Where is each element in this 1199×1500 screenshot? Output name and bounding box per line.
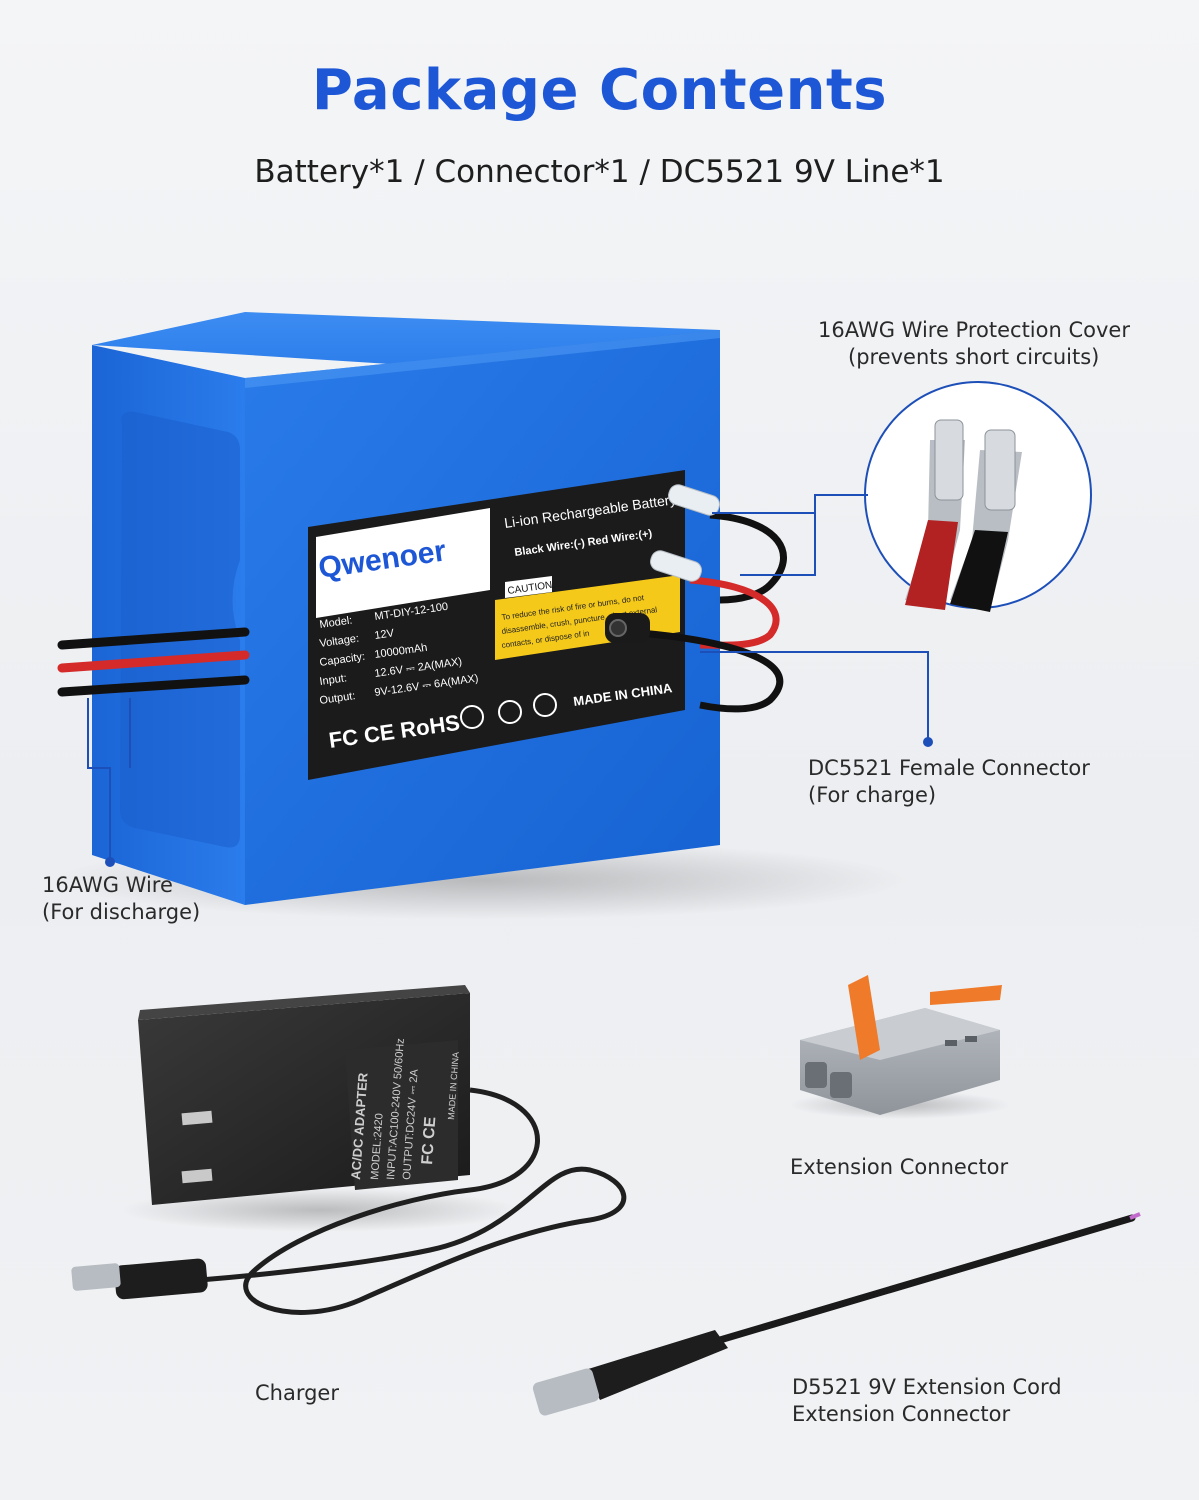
svg-text:FC CE: FC CE [419, 1116, 439, 1165]
extension-connector-clamp [790, 975, 1010, 1119]
spec-key: Model: [319, 614, 353, 630]
svg-text:AC/DC ADAPTER: AC/DC ADAPTER [348, 1072, 370, 1181]
extension-cord [532, 1212, 1141, 1416]
discharge-wires [57, 627, 250, 697]
svg-text:MODEL:2420: MODEL:2420 [369, 1113, 386, 1180]
callout-discharge-wire: 16AWG Wire (For discharge) [42, 873, 201, 924]
callout-extension-cord: D5521 9V Extension Cord Extension Connec… [792, 1375, 1062, 1426]
spec-key: Output: [319, 690, 356, 707]
package-summary: Battery*1 / Connector*1 / DC5521 9V Line… [254, 154, 945, 190]
output-wires [605, 484, 787, 713]
wire-cover-detail [864, 381, 1092, 612]
spec-value: 12V [374, 627, 396, 642]
charger: AC/DC ADAPTER MODEL:2420 INPUT:AC100-240… [71, 985, 627, 1315]
page-title: Package Contents [311, 58, 888, 123]
spec-key: Voltage: [319, 633, 360, 650]
spec-key: Input: [319, 672, 348, 688]
battery-label: Qwenoer Li-ion Rechargeable Battery Blac… [308, 470, 685, 780]
svg-text:MADE IN CHINA: MADE IN CHINA [446, 1052, 461, 1121]
callout-dc5521-female-connector: DC5521 Female Connector (For charge) [808, 756, 1090, 807]
callout-extension-connector: Extension Connector [790, 1155, 1009, 1179]
callout-charger: Charger [255, 1381, 339, 1405]
callout-wire-protection-cover: 16AWG Wire Protection Cover (prevents sh… [818, 318, 1130, 369]
leader-lines [87, 494, 929, 862]
